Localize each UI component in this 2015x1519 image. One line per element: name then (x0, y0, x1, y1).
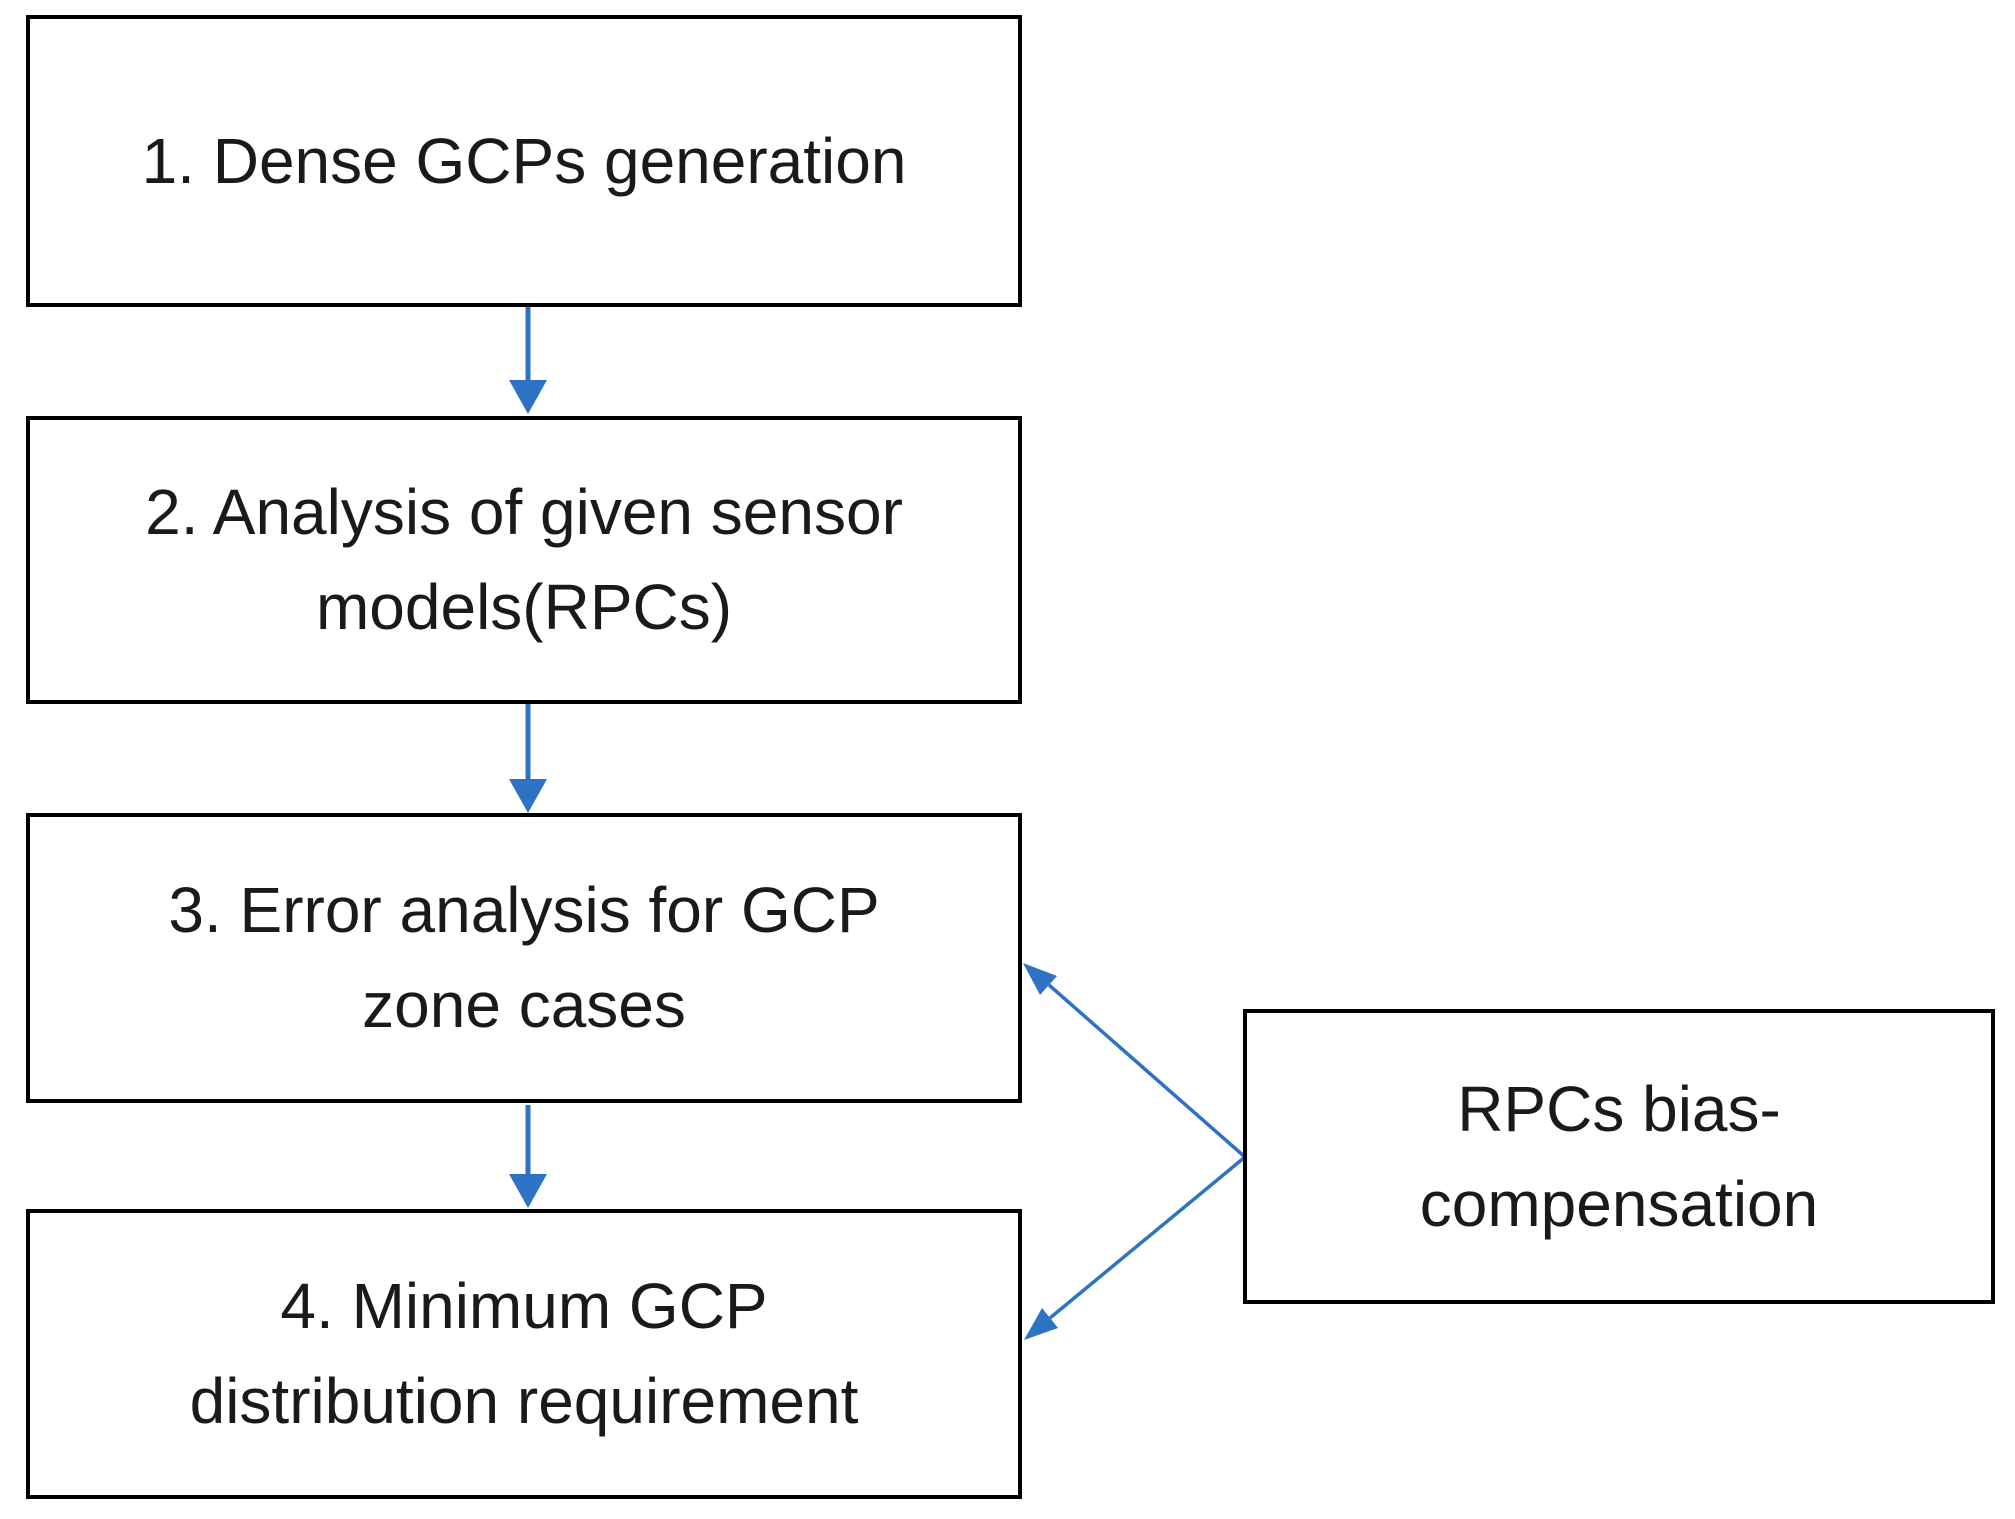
step-box-2: 2. Analysis of given sensor models(RPCs) (26, 416, 1022, 704)
arrow-bias-to-step3 (1023, 963, 1247, 1159)
step-box-1: 1. Dense GCPs generation (26, 15, 1022, 307)
step-3-line: 3. Error analysis for GCP (168, 874, 880, 947)
step-2-label: 2. Analysis of given sensor models(RPCs) (145, 465, 903, 654)
step-box-3: 3. Error analysis for GCP zone cases (26, 813, 1022, 1103)
step-4-label: 4. Minimum GCP distribution requirement (190, 1259, 859, 1448)
step-4-line: 4. Minimum GCP (280, 1270, 768, 1343)
rpc-bias-compensation-box: RPCs bias- compensation (1243, 1009, 1995, 1304)
step-1-line: 1. Dense GCPs generation (141, 124, 907, 197)
rpc-bias-compensation-label: RPCs bias- compensation (1420, 1062, 1818, 1251)
step-box-4: 4. Minimum GCP distribution requirement (26, 1209, 1022, 1499)
step-4-line: distribution requirement (189, 1365, 859, 1437)
arrow-step3-to-step4 (509, 1105, 547, 1208)
step-1-label: 1. Dense GCPs generation (142, 114, 907, 209)
arrow-bias-to-step4 (1024, 1155, 1247, 1340)
step-3-line: zone cases (362, 969, 686, 1041)
rpc-bias-line: compensation (1419, 1167, 1819, 1240)
step-2-line: models(RPCs) (315, 571, 733, 643)
arrow-step1-to-step2 (509, 307, 547, 414)
step-3-label: 3. Error analysis for GCP zone cases (168, 863, 879, 1052)
rpc-bias-line: RPCs bias- (1457, 1072, 1781, 1145)
arrow-step2-to-step3 (509, 704, 547, 813)
step-2-line: 2. Analysis of given sensor (145, 476, 903, 549)
